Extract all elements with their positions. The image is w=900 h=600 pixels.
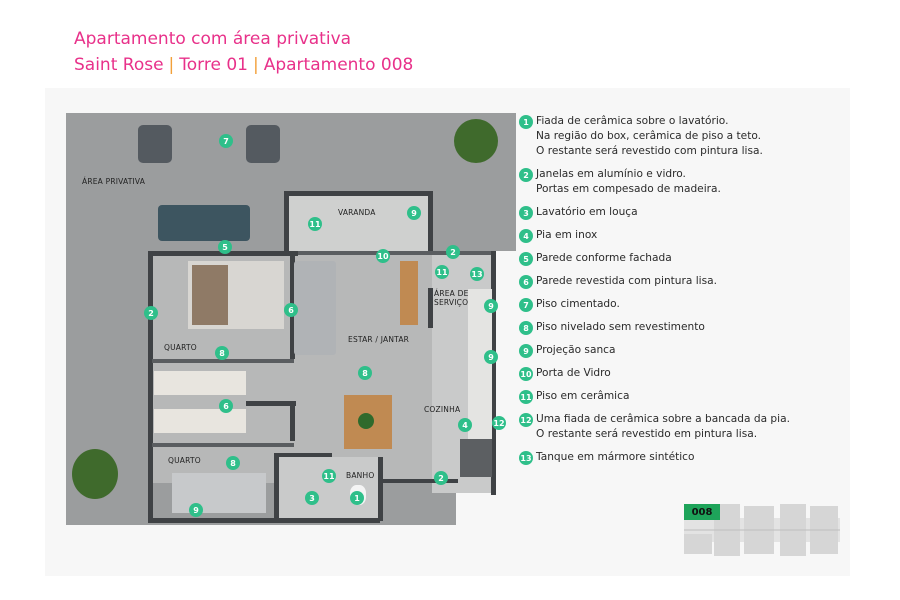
marker-2: 2 (434, 471, 448, 485)
marker-6: 6 (284, 303, 298, 317)
armchair-left (138, 125, 172, 163)
kitchen-counter (468, 289, 492, 449)
marker-6: 6 (219, 399, 233, 413)
marker-12: 12 (492, 416, 506, 430)
tree-top (454, 119, 498, 163)
legend-number: 5 (519, 252, 533, 266)
page-header: Apartamento com área privativa Saint Ros… (74, 26, 413, 78)
marker-11: 11 (435, 265, 449, 279)
legend-number: 12 (519, 413, 533, 427)
label-cozinha: COZINHA (424, 405, 461, 414)
legend-text: Piso em cerâmica (536, 390, 630, 402)
label-area-privativa: ÁREA PRIVATIVA (82, 177, 146, 186)
sofa (294, 261, 336, 355)
label-varanda: VARANDA (338, 208, 376, 217)
tower-name: Torre 01 (179, 55, 248, 75)
marker-9: 9 (189, 503, 203, 517)
marker-2: 2 (144, 306, 158, 320)
marker-9: 9 (484, 350, 498, 364)
legend-number: 9 (519, 344, 533, 358)
legend-number: 7 (519, 298, 533, 312)
label-estar-jantar: ESTAR / JANTAR (348, 335, 410, 344)
marker-10: 10 (376, 249, 390, 263)
marker-1: 1 (350, 491, 364, 505)
legend-number: 2 (519, 168, 533, 182)
exterior-cutout-right (496, 251, 516, 525)
legend-text: Fiada de cerâmica sobre o lavatório. Na … (536, 115, 763, 157)
key-plan (684, 504, 840, 556)
legend-text: Piso nivelado sem revestimento (536, 321, 705, 333)
plant-1 (358, 413, 374, 429)
page-title: Apartamento com área privativa (74, 29, 352, 49)
bed-2 (172, 473, 266, 513)
wardrobe-2 (154, 409, 246, 433)
legend-text: Parede conforme fachada (536, 252, 672, 264)
tv-rack (400, 261, 418, 325)
fridge (460, 439, 492, 477)
legend-number: 8 (519, 321, 533, 335)
label-area-servico-2: SERVIÇO (434, 298, 469, 307)
legend-number: 4 (519, 229, 533, 243)
separator: | (252, 55, 259, 75)
legend-text: Porta de Vidro (536, 367, 611, 379)
armchair-right (246, 125, 280, 163)
legend-number: 6 (519, 275, 533, 289)
legend-number: 11 (519, 390, 533, 404)
marker-8: 8 (215, 346, 229, 360)
legend-text: Uma fiada de cerâmica sobre a bancada da… (536, 413, 790, 440)
unit-name: Apartamento 008 (263, 55, 414, 75)
marker-8: 8 (226, 456, 240, 470)
marker-11: 11 (322, 469, 336, 483)
wardrobe-1 (154, 371, 246, 395)
legend-number: 3 (519, 206, 533, 220)
unit-tag: 008 (684, 504, 720, 520)
marker-5: 5 (218, 240, 232, 254)
separator: | (168, 55, 175, 75)
marker-9: 9 (484, 299, 498, 313)
legend-text: Projeção sanca (536, 344, 616, 356)
marker-4: 4 (458, 418, 472, 432)
legend-text: Lavatório em louça (536, 206, 638, 218)
label-quarto-1: QUARTO (164, 343, 197, 352)
marker-3: 3 (305, 491, 319, 505)
marker-2: 2 (446, 245, 460, 259)
tree-bottom (72, 449, 118, 499)
legend-text: Tanque em mármore sintético (536, 451, 695, 463)
label-banho: BANHO (346, 471, 375, 480)
legend-number: 10 (519, 367, 533, 381)
legend-text: Janelas em alumínio e vidro. Portas em c… (536, 168, 721, 195)
bed-1-blanket (192, 265, 228, 325)
marker-13: 13 (470, 267, 484, 281)
legend-number: 13 (519, 451, 533, 465)
marker-8: 8 (358, 366, 372, 380)
legend-text: Parede revestida com pintura lisa. (536, 275, 718, 287)
label-quarto-2: QUARTO (168, 456, 201, 465)
label-area-servico-1: ÁREA DE (434, 289, 469, 298)
marker-7: 7 (219, 134, 233, 148)
marker-11: 11 (308, 217, 322, 231)
project-name: Saint Rose (74, 55, 164, 75)
legend-text: Pia em inox (536, 229, 598, 241)
outdoor-sofa (158, 205, 250, 241)
legend-text: Piso cimentado. (536, 298, 620, 310)
marker-9: 9 (407, 206, 421, 220)
floor-plan: ÁREA PRIVATIVA VARANDA QUARTO ESTAR / JA… (66, 113, 516, 525)
legend-number: 1 (519, 115, 533, 129)
page-subtitle: Saint Rose|Torre 01|Apartamento 008 (74, 52, 413, 78)
